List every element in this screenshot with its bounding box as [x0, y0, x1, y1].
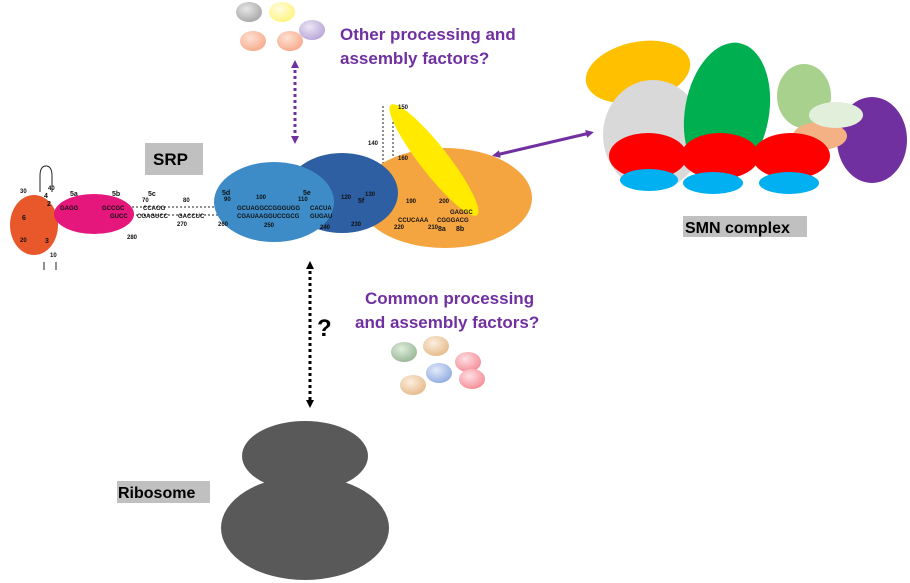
srp-protein-domain-red-orange	[10, 195, 58, 255]
srp-protein-domain-yellow	[389, 104, 479, 216]
smn-subunit-pale-green	[809, 102, 863, 128]
position-number: 230	[351, 222, 362, 228]
position-number: 90	[224, 197, 231, 203]
common-factors-label-line1: Common processing	[365, 289, 534, 308]
smn-gemin-red	[681, 133, 759, 179]
srp-protein-domain-orange	[358, 148, 532, 248]
position-number: 110	[298, 197, 308, 203]
srp-protein-domain-light-blue	[214, 162, 334, 242]
helix-label: 5c	[148, 191, 156, 198]
position-number: 160	[398, 156, 409, 162]
srp-complex: 5a 5b 5c 5d 5e 5f 8a 8b 2 3 4 6 30 40 20…	[10, 104, 532, 270]
smn-gemin-red	[609, 133, 687, 179]
helix-label: 5b	[112, 191, 120, 198]
rna-sequence: GUCCGCG	[268, 214, 300, 220]
helix-label: 5d	[222, 190, 230, 197]
ribosome-label: Ribosome	[118, 485, 195, 502]
position-number: 120	[341, 195, 352, 201]
position-number: 80	[183, 198, 190, 204]
factor-blob-tan	[423, 336, 449, 356]
rna-sequence: GAGGC	[450, 210, 473, 216]
rna-sequence: CACUA	[310, 206, 332, 212]
rna-sequence: GACCUC	[178, 214, 205, 220]
helix-label: 8a	[438, 226, 446, 233]
helix-label: 5f	[358, 198, 365, 205]
position-number: 30	[20, 189, 27, 195]
helix-label: 5a	[70, 191, 78, 198]
rna-sequence: CGAUAAG	[237, 214, 268, 220]
position-number: 260	[218, 222, 229, 228]
rna-sequence: GAGG	[60, 206, 79, 212]
ribosome-label-box	[117, 481, 210, 503]
other-factors-cluster	[236, 2, 325, 51]
other-factors-label-line1: Other processing and	[340, 25, 516, 44]
factor-blob-yellow	[269, 2, 295, 22]
factor-blob-pink	[455, 352, 481, 372]
position-number: 210	[428, 225, 439, 231]
ribosome	[221, 421, 389, 580]
position-number: 130	[365, 192, 376, 198]
position-number: 250	[264, 223, 275, 229]
position-number: 140	[368, 141, 379, 147]
srp-label: SRP	[153, 150, 188, 169]
factor-blob-green	[391, 342, 417, 362]
rna-sequence: CCUCAAA	[398, 218, 429, 224]
smn-complex	[585, 40, 907, 194]
helix-label: 4	[44, 193, 48, 200]
position-number: 220	[394, 225, 405, 231]
smn-interaction-arrow	[492, 130, 594, 158]
rna-sequence: CCAGG	[143, 206, 166, 212]
ribosome-small-subunit	[242, 421, 368, 491]
rna-sequence: CGGGACG	[437, 218, 469, 224]
factor-blob-peach	[240, 31, 266, 51]
ribosome-large-subunit	[221, 476, 389, 580]
position-number: 190	[406, 199, 417, 205]
position-number: 100	[256, 195, 267, 201]
rna-sequence: CGAGUCC	[137, 214, 169, 220]
rna-sequence: GUCC	[110, 214, 128, 220]
common-factors-cluster	[391, 336, 485, 395]
helix-label: 6	[22, 215, 26, 222]
factor-blob-blue	[426, 363, 452, 383]
question-mark: ?	[317, 315, 332, 342]
smn-gemin-red	[752, 133, 830, 179]
position-number: 270	[177, 222, 188, 228]
srp-protein-domain-magenta	[54, 194, 134, 234]
position-number: 70	[142, 198, 149, 204]
position-number: 280	[127, 235, 138, 241]
factor-blob-tan	[400, 375, 426, 395]
other-factors-label-line2: assembly factors?	[340, 49, 489, 68]
position-number: 240	[320, 225, 331, 231]
factor-blob-gray	[236, 2, 262, 22]
factor-blob-peach	[277, 31, 303, 51]
smn-label-box	[683, 216, 807, 237]
position-number: 200	[439, 199, 450, 205]
smn-complex-label: SMN complex	[685, 220, 790, 237]
factor-blob-pink	[459, 369, 485, 389]
position-number: 20	[20, 238, 27, 244]
rna-sequence: GUGAU	[310, 214, 332, 220]
position-number: 40	[48, 186, 55, 192]
factor-blob-lavender	[299, 20, 325, 40]
helix-label: 2	[47, 201, 51, 208]
position-number: 10	[50, 253, 57, 259]
rna-sequence: CGGGUGG	[268, 206, 300, 212]
smn-sm-protein-blue	[683, 172, 743, 194]
helix-label: 8b	[456, 226, 464, 233]
helix-label: 3	[45, 238, 49, 245]
position-number: 150	[398, 105, 409, 111]
smn-sm-protein-blue	[620, 169, 678, 191]
rna-sequence: GCCGC	[102, 206, 125, 212]
rna-sequence: GCUAGGC	[237, 206, 269, 212]
smn-sm-protein-blue	[759, 172, 819, 194]
helix-label: 5e	[303, 190, 311, 197]
srp-label-box	[145, 143, 203, 175]
common-factors-label-line2: and assembly factors?	[355, 313, 539, 332]
